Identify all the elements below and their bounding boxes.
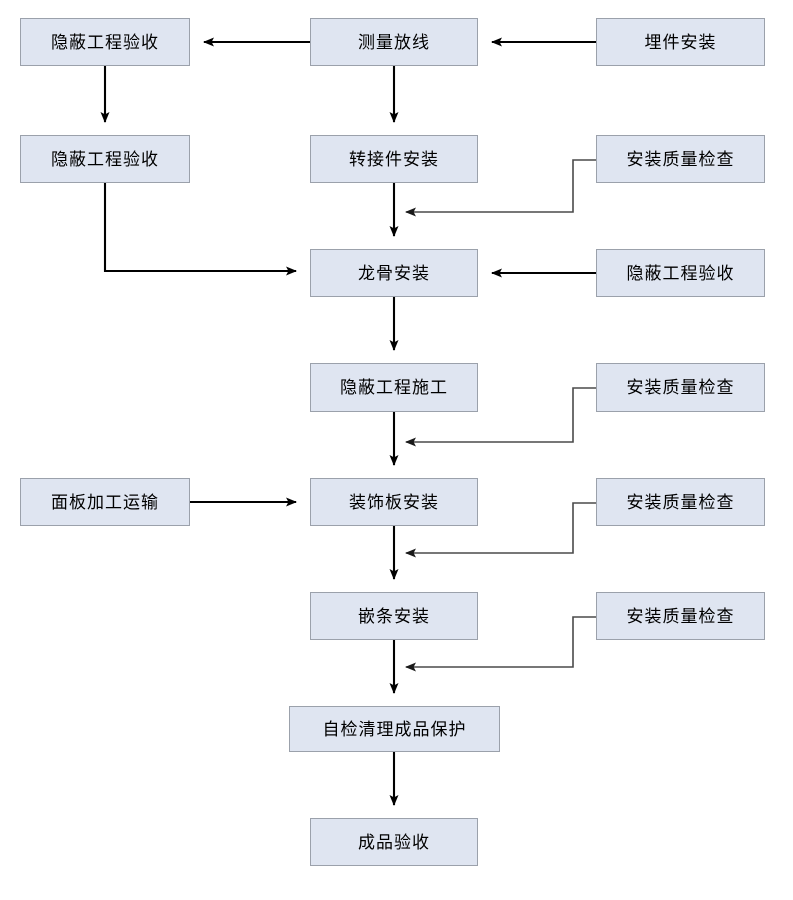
node-label: 面板加工运输 [51,492,159,512]
node-celiang-fangxian[interactable]: 测量放线 [310,18,478,66]
node-zhuangshiban-anzhuang[interactable]: 装饰板安装 [310,478,478,526]
node-label: 隐蔽工程验收 [626,263,735,283]
node-label: 龙骨安装 [358,263,430,283]
node-anzhuang-zhiliang-jiancha-2[interactable]: 安装质量检查 [596,363,765,412]
edge-check3-elbow [405,502,596,558]
node-yinbi-gongcheng-yanshou-1[interactable]: 隐蔽工程验收 [20,18,190,66]
node-longgu-anzhuang[interactable]: 龙骨安装 [310,249,478,297]
node-chengpin-yanshou[interactable]: 成品验收 [310,818,478,866]
node-label: 转接件安装 [349,149,439,169]
node-label: 埋件安装 [644,32,717,52]
node-label: 安装质量检查 [626,378,735,397]
node-label: 安装质量检查 [626,149,735,169]
edge-check1-elbow [405,159,596,217]
node-anzhuang-zhiliang-jiancha-3[interactable]: 安装质量检查 [596,478,765,526]
node-mianban-jiagong-yunshu[interactable]: 面板加工运输 [20,478,190,526]
node-label: 隐蔽工程验收 [51,149,159,169]
node-label: 测量放线 [358,32,430,52]
node-maijian-anzhuang[interactable]: 埋件安装 [596,18,765,66]
node-yinbi-gongcheng-yanshou-2[interactable]: 隐蔽工程验收 [20,135,190,183]
node-label: 安装质量检查 [626,492,735,512]
node-yinbi-gongcheng-yanshou-3[interactable]: 隐蔽工程验收 [596,249,765,297]
edge-yinbi2-to-longgu [103,183,297,276]
node-label: 隐蔽工程验收 [51,32,159,52]
edge-check4-elbow [405,616,596,672]
node-zijian-qingli-chengpin-baohu[interactable]: 自检清理成品保护 [289,706,500,752]
node-label: 隐蔽工程施工 [340,378,448,397]
node-label: 自检清理成品保护 [322,719,467,739]
node-yinbi-gongcheng-shigong[interactable]: 隐蔽工程施工 [310,363,478,412]
node-label: 成品验收 [358,832,430,852]
node-label: 嵌条安装 [358,606,430,626]
node-label: 装饰板安装 [349,492,439,512]
node-anzhuang-zhiliang-jiancha-1[interactable]: 安装质量检查 [596,135,765,183]
node-label: 安装质量检查 [626,606,735,626]
node-anzhuang-zhiliang-jiancha-4[interactable]: 安装质量检查 [596,592,765,640]
node-qiantiao-anzhuang[interactable]: 嵌条安装 [310,592,478,640]
edge-check2-elbow [405,387,596,447]
node-zhuanjiejian-anzhuang[interactable]: 转接件安装 [310,135,478,183]
